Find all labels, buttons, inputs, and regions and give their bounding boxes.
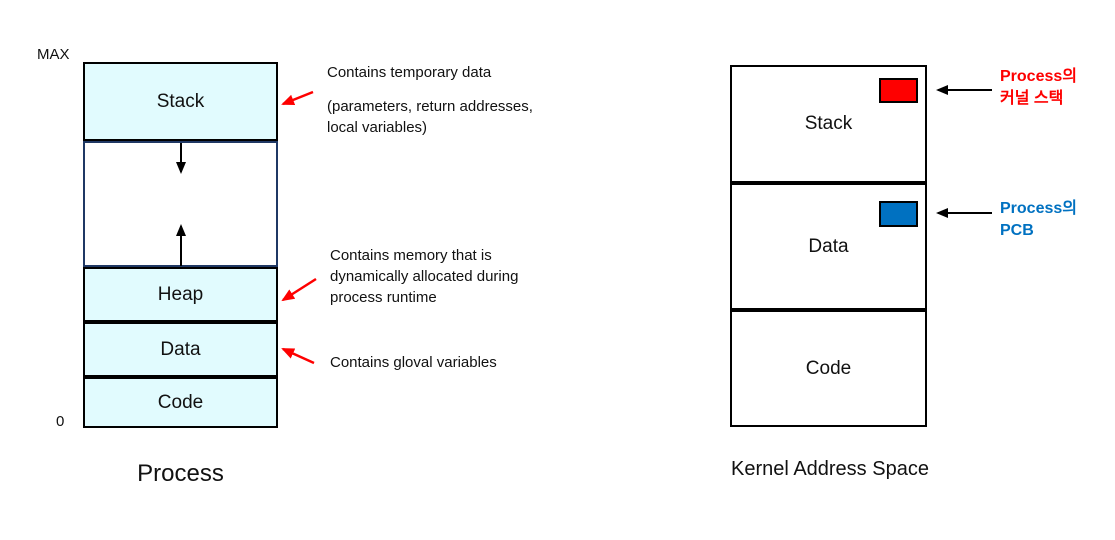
kernel-data-label: Data [808, 235, 849, 257]
data-annotation-arrow-icon [281, 347, 315, 365]
data-annotation: Contains gloval variables [330, 354, 497, 371]
pcb-callout-line1: Process의 [1000, 200, 1077, 217]
kernel-diagram-title: Kernel Address Space [731, 458, 929, 480]
process-data-label: Data [160, 338, 201, 360]
kernel-code-label: Code [805, 357, 852, 379]
process-heap-label: Heap [157, 283, 204, 305]
zero-address-label: 0 [56, 413, 65, 430]
process-heap-segment: Heap [83, 267, 278, 322]
heap-annotation-arrow-icon [281, 277, 317, 302]
process-free-space-segment [83, 141, 278, 267]
heap-annotation: Contains memory that is dynamically allo… [330, 247, 519, 306]
kernel-stack-callout: Process의 커널 스택 [1000, 66, 1077, 109]
pcb-marker-rect [879, 201, 918, 227]
kernel-data-segment: Data [730, 183, 927, 310]
stack-annotation-arrow-icon [281, 90, 314, 106]
process-data-segment: Data [83, 322, 278, 377]
kernel-stack-callout-line2: 커널 스택 [1000, 89, 1064, 107]
process-diagram-title: Process [137, 460, 224, 487]
kernel-stack-label: Stack [804, 113, 853, 134]
max-address-label: MAX [37, 46, 70, 63]
kernel-code-segment: Code [730, 310, 927, 427]
stack-annotation-detail: (parameters, return addresses, local var… [327, 98, 533, 136]
process-stack-label: Stack [156, 90, 205, 112]
pcb-callout: Process의 PCB [1000, 198, 1077, 241]
pcb-callout-line2: PCB [1000, 221, 1034, 239]
process-code-label: Code [157, 391, 204, 413]
kernel-stack-marker-rect [879, 78, 918, 103]
process-stack-segment: Stack [83, 62, 278, 141]
kernel-stack-callout-line1: Process의 [1000, 68, 1077, 85]
stack-annotation-intro: Contains temporary data [327, 64, 492, 81]
process-code-segment: Code [83, 377, 278, 428]
